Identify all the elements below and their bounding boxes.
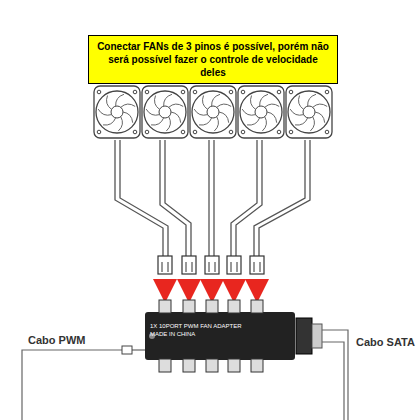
- pwm-plug: [122, 346, 132, 354]
- note-text: Conectar FANs de 3 pinos é possível, por…: [95, 40, 331, 79]
- red-arrows: [165, 279, 257, 291]
- board-print: MADE IN CHINA: [150, 331, 195, 337]
- cable-label: Cabo PWM: [26, 334, 87, 346]
- fan-connectors: [158, 256, 264, 274]
- power-cables: [22, 330, 348, 420]
- cable-label: Cabo SATA: [354, 336, 417, 348]
- fans: [94, 86, 332, 138]
- hub-board: [145, 300, 322, 372]
- note-box: Conectar FANs de 3 pinos é possível, por…: [88, 35, 338, 84]
- board-print: 1X 10PORT PWM FAN ADAPTER: [150, 323, 241, 329]
- fan-cables: [115, 140, 310, 256]
